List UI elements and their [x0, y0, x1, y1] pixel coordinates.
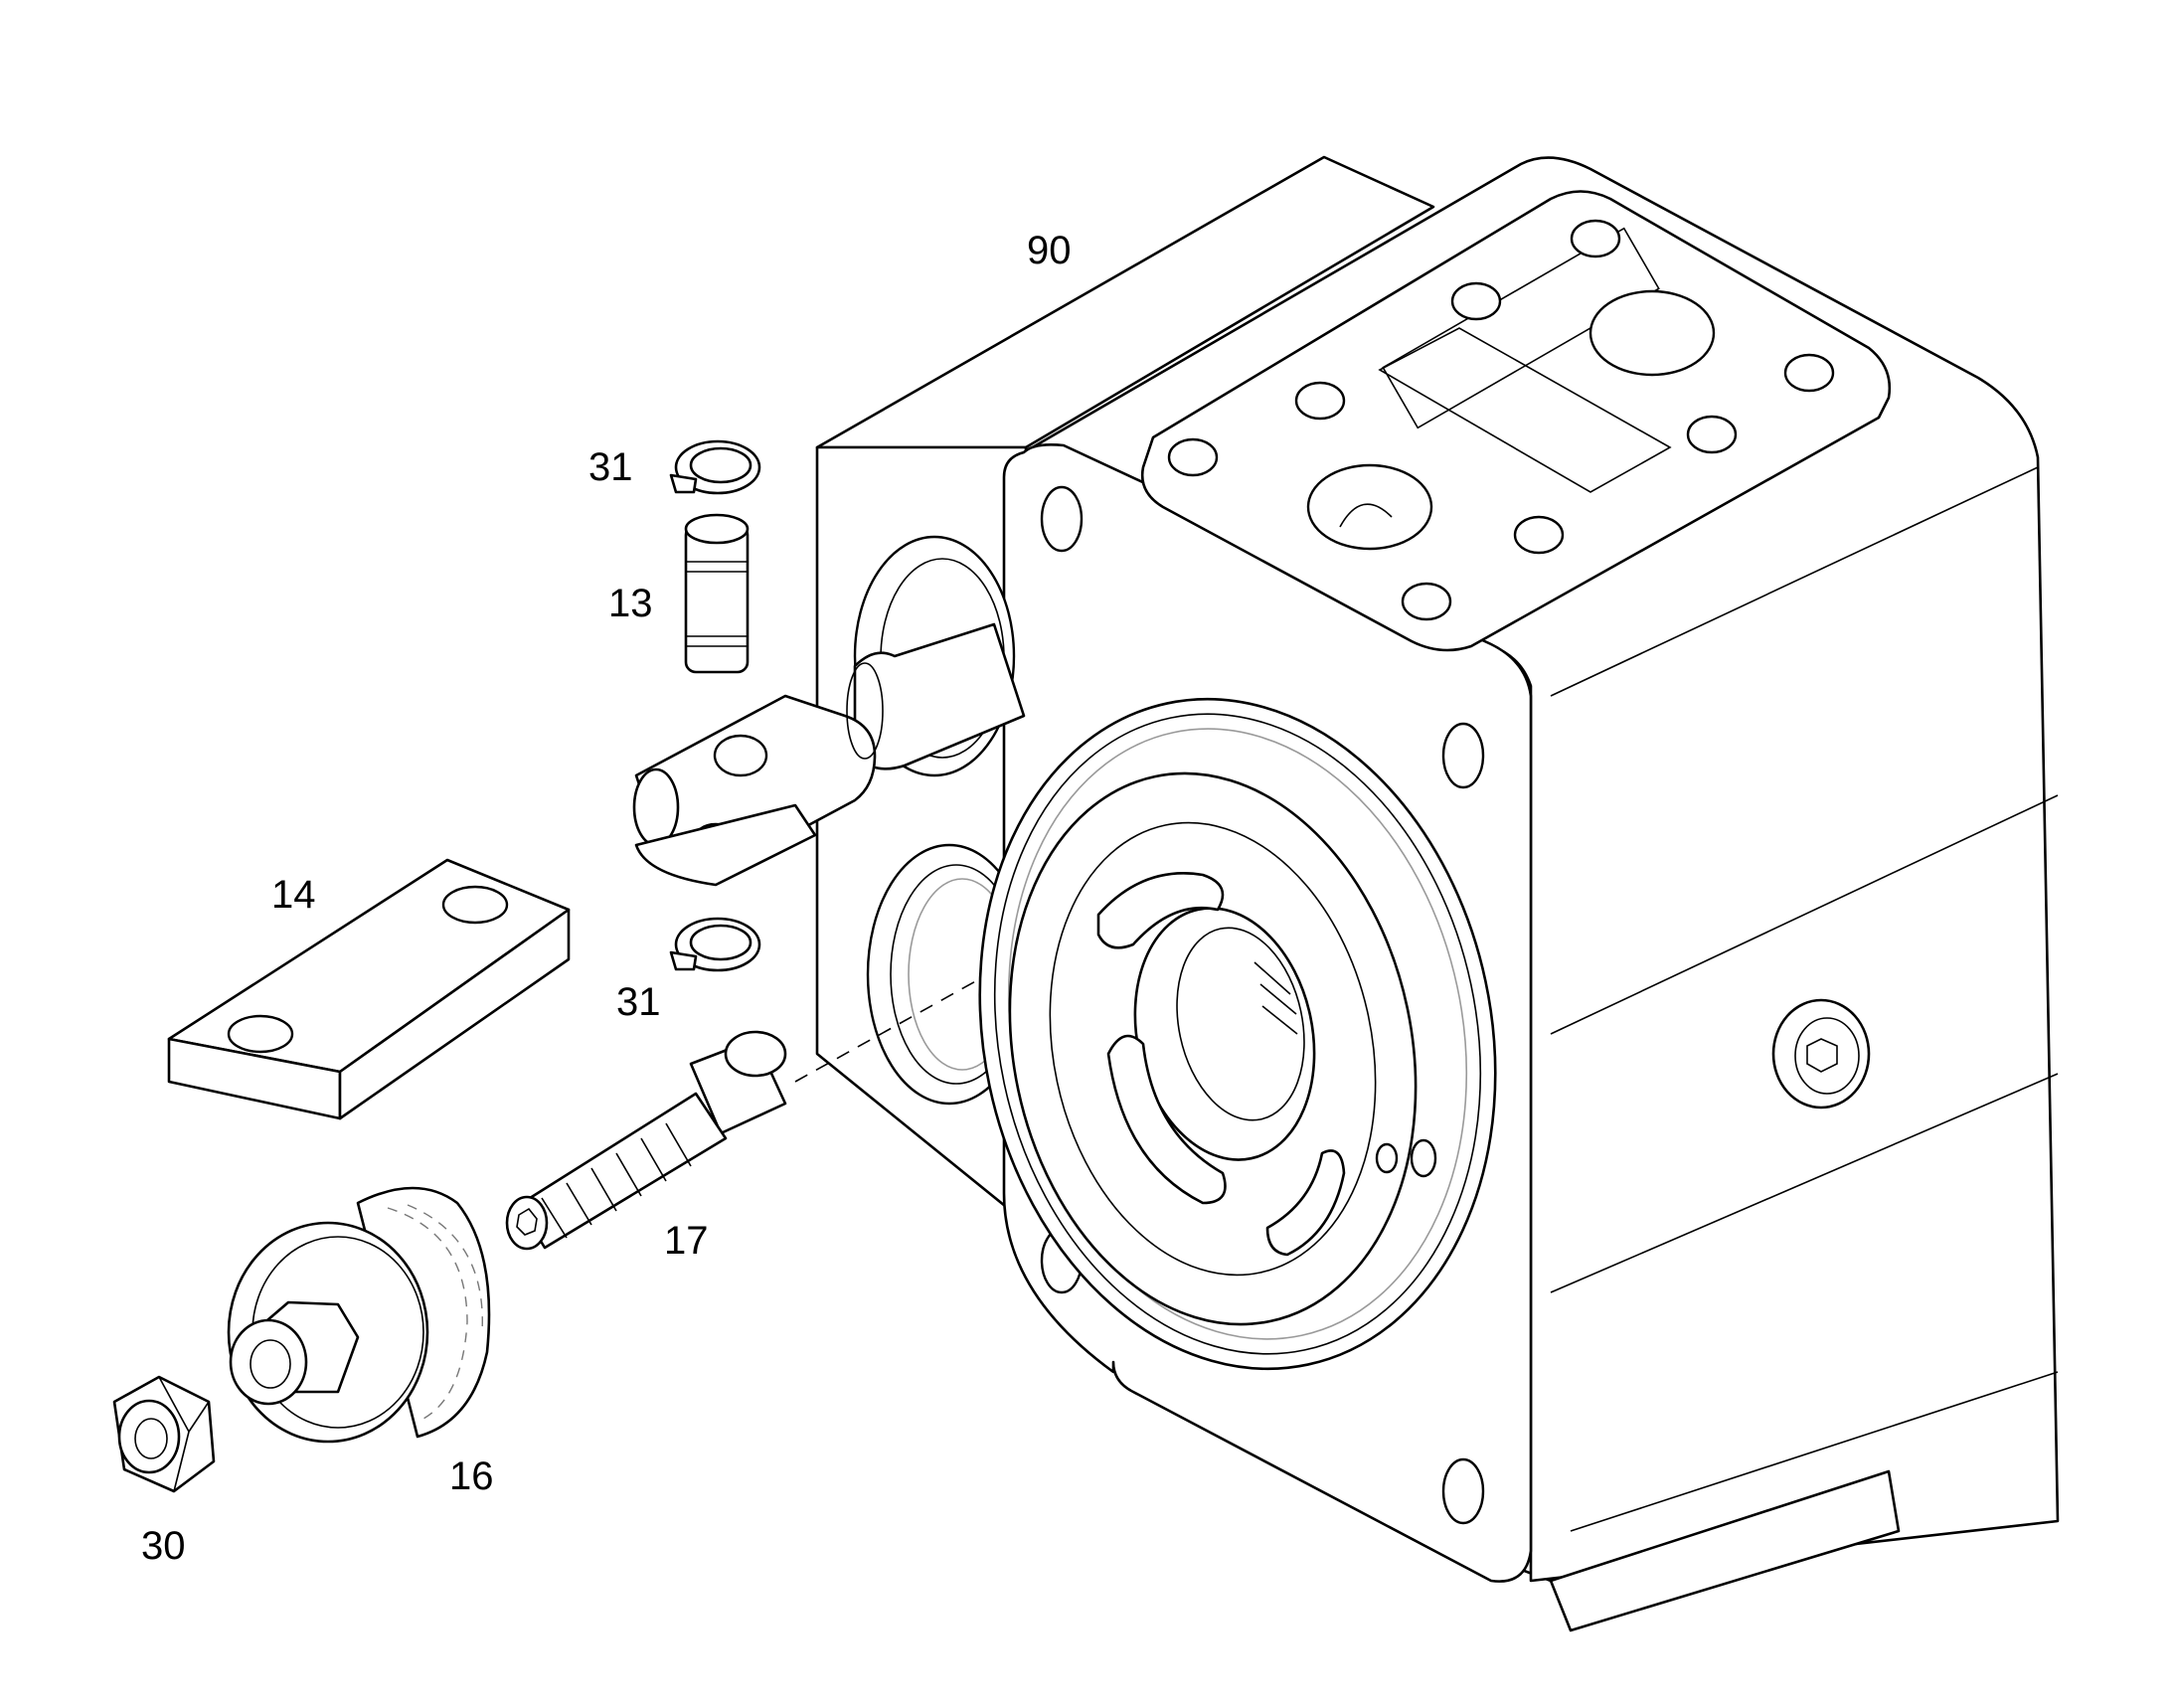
main-flange-ring	[993, 713, 1482, 1355]
hex-socket-icon	[1806, 1038, 1838, 1073]
retaining-ring-bottom-part-31	[669, 917, 761, 972]
housing-edge-line	[1570, 1371, 2059, 1532]
link-plate-part-14	[167, 858, 571, 1120]
housing-edge-line	[1550, 466, 2039, 697]
plug-part-16	[227, 1186, 491, 1444]
callout-housing: 90	[1027, 229, 1072, 272]
bolt-hole	[1401, 582, 1452, 621]
housing-edge-line	[1550, 794, 2059, 1035]
callout-adjusting-screw: 17	[664, 1219, 709, 1263]
bearing-needles	[1254, 961, 1298, 1035]
flange-bolt-hole	[1040, 485, 1084, 553]
kidney-slot-right	[1265, 1149, 1346, 1257]
link-plate-side	[338, 908, 571, 1120]
screw-shank-top	[724, 1030, 787, 1078]
plug-thread-hidden	[387, 1207, 468, 1423]
housing-edge-line	[2037, 466, 2059, 1512]
side-socket-plug	[1771, 998, 1871, 1110]
pin-top	[684, 513, 750, 545]
nut-bore	[134, 1418, 168, 1459]
side-socket-plug-inner	[1794, 1017, 1860, 1095]
callout-link-plate: 14	[271, 873, 316, 917]
assembly-axis-line	[794, 978, 980, 1083]
retaining-ring-top-lug	[669, 473, 698, 494]
dowel-hole	[1375, 1142, 1399, 1174]
plug-hex-bore	[250, 1339, 291, 1389]
flange-bolt-hole	[1441, 1457, 1485, 1525]
port-large-bore	[1306, 463, 1433, 551]
port-plate-recess	[1378, 327, 1672, 493]
link-plate-hole	[227, 1014, 294, 1054]
housing-foot	[1549, 1469, 1901, 1632]
retaining-ring-top-inner	[689, 446, 752, 484]
callout-retaining-ring-top: 31	[588, 445, 633, 489]
plug-thread-hidden	[407, 1204, 483, 1333]
bolt-hole	[1570, 219, 1621, 258]
retaining-ring-bottom-lug	[669, 950, 698, 971]
bolt-hole	[1783, 353, 1835, 393]
lever-shaft	[632, 622, 1026, 887]
plug-hex-face	[229, 1318, 308, 1406]
nut-edge	[188, 1401, 210, 1433]
port-bore-detail	[1339, 503, 1393, 528]
center-bore-bearing	[1176, 927, 1305, 1121]
pin-body	[684, 523, 750, 674]
nut-edge	[158, 1376, 190, 1433]
flange-face-inner	[1049, 821, 1377, 1277]
nut-part-30	[112, 1375, 216, 1493]
pin-part-13	[684, 513, 750, 674]
retaining-ring-top-part-31	[669, 439, 761, 495]
bolt-hole	[1294, 381, 1346, 421]
screw-end	[505, 1195, 549, 1251]
callout-retaining-ring-bottom: 31	[616, 980, 661, 1024]
bolt-hole	[1686, 415, 1738, 454]
screw-thread-lines	[541, 1122, 692, 1239]
housing-edge-line	[1550, 1073, 2059, 1293]
port-large-bore	[1588, 289, 1716, 377]
kidney-slot-upper	[1096, 872, 1225, 949]
bolt-hole	[1513, 515, 1565, 555]
hex-socket-icon	[516, 1207, 538, 1236]
housing-part-90	[794, 155, 2060, 1632]
callout-plug: 16	[449, 1454, 494, 1498]
kidney-slot-lower	[1106, 1034, 1227, 1205]
callout-pin: 13	[608, 582, 653, 625]
flange-bolt-hole	[1441, 722, 1485, 789]
bolt-hole	[1167, 437, 1219, 477]
bolt-hole	[1450, 281, 1502, 321]
shaft-fork-lower	[634, 803, 817, 887]
callout-nut: 30	[141, 1524, 186, 1568]
shaft-shoulder	[846, 662, 884, 760]
nut-face	[117, 1399, 181, 1474]
port-plate-slot	[1382, 227, 1660, 429]
nut-edge	[173, 1431, 190, 1492]
link-plate-hole	[441, 885, 509, 925]
dowel-hole	[1410, 1138, 1437, 1178]
fork-pin-hole	[713, 734, 768, 777]
shaft-fork-tip	[632, 768, 680, 847]
adjusting-screw-part-17	[505, 1030, 787, 1251]
retaining-ring-bottom-inner	[689, 924, 752, 961]
